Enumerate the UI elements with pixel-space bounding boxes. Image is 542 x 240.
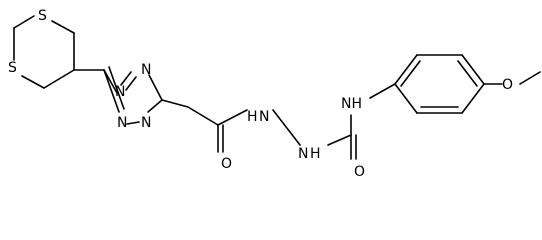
atom-n-amide: N — [259, 109, 269, 125]
atom-o-carbonyl-1: O — [221, 156, 232, 172]
atom-n-4: N — [141, 115, 151, 131]
bond-nh-to-urea-c — [327, 134, 352, 146]
atom-labels: S S N N N N H N N H NH O O O — [8, 8, 513, 180]
atom-h-amide: H — [247, 109, 258, 125]
atom-nh-urea: NH — [341, 96, 362, 112]
atom-o-carbonyl-2: O — [354, 164, 365, 180]
bond-tetrazole-4 — [126, 121, 140, 125]
atom-n-2: N — [115, 84, 125, 100]
atom-n-hydrazide: N — [298, 146, 308, 162]
bond-carbonyl-to-nh — [217, 109, 248, 126]
bond-tetrazole-7 — [125, 76, 137, 91]
bond-ch2-to-carbonyl — [187, 106, 219, 126]
bond-tetrazole-6 — [148, 74, 163, 101]
bond-ring-dithiane-4 — [21, 75, 45, 89]
bond-n-n — [272, 109, 301, 146]
bond-ring-dithiane-1 — [51, 20, 75, 34]
bond-phenyl-1 — [394, 54, 418, 85]
atom-o-methoxy: O — [502, 77, 513, 93]
bond-phenyl-3b — [457, 60, 478, 87]
bond-tetrazole-8 — [120, 71, 132, 86]
atom-s-left: S — [8, 60, 17, 76]
bond-phenyl-1b — [400, 60, 421, 87]
bond-phenyl-3 — [461, 54, 485, 85]
bond-tetrazole-2 — [103, 69, 120, 113]
bond-phenyl-4 — [461, 83, 485, 114]
bond-tetrazole-3 — [108, 66, 125, 110]
bond-n-to-ch2 — [161, 99, 189, 108]
bond-o-to-ch3 — [519, 71, 541, 85]
bond-ring-dithiane-3 — [43, 69, 75, 89]
bonds — [13, 15, 541, 160]
bond-tetrazole-5 — [147, 99, 163, 113]
bond-nh-to-phenyl — [369, 83, 396, 99]
bond-phenyl-6 — [394, 83, 418, 114]
bond-ring-dithiane-6 — [13, 15, 35, 29]
atom-n-1: N — [141, 62, 151, 78]
atom-h-hydrazide: H — [310, 146, 321, 162]
atom-n-3: N — [117, 115, 127, 131]
chemical-structure: S S N N N N H N N H NH O O O — [8, 8, 541, 180]
atom-s-top: S — [38, 8, 47, 24]
